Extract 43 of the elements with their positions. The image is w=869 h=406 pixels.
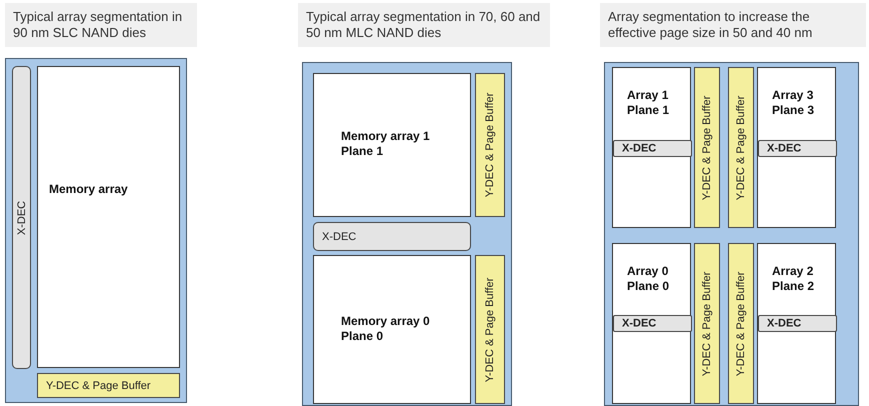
page-buffer-bar xyxy=(694,243,720,404)
memory-array-block xyxy=(37,66,180,368)
buffer-label: Y-DEC & Page Buffer xyxy=(701,271,713,376)
page-buffer-bar xyxy=(728,67,754,228)
decoder-label: X-DEC xyxy=(767,141,802,156)
row-decoder-bar xyxy=(758,315,837,332)
decoder-label: X-DEC xyxy=(622,141,656,156)
row-decoder-bar xyxy=(758,140,837,157)
buffer-label: Y-DEC & Page Buffer xyxy=(701,95,713,200)
array-label: Array 1 Plane 1 xyxy=(627,88,670,118)
array-label: Memory array xyxy=(49,182,129,197)
row-decoder-bar xyxy=(613,140,692,157)
memory-array-block xyxy=(757,67,836,228)
page-buffer-bar xyxy=(694,67,720,228)
row-decoder-bar xyxy=(613,315,692,332)
array-label: Memory array 1 Plane 1 xyxy=(341,129,431,159)
page-buffer-bar xyxy=(37,373,180,398)
array-label: Array 3 Plane 3 xyxy=(772,88,816,118)
page-buffer-bar xyxy=(475,73,505,217)
buffer-label: Y-DEC & Page Buffer xyxy=(735,271,747,376)
decoder-label: X-DEC xyxy=(622,316,656,331)
array-label: Array 2 Plane 2 xyxy=(772,264,816,294)
memory-array-block xyxy=(313,73,471,217)
memory-array-block xyxy=(612,67,691,228)
decoder-label: X-DEC xyxy=(16,200,28,235)
heading-label: Typical array segmentation in 70, 60 and 50 nm MLC NAND dies xyxy=(298,3,550,47)
array-label: Memory array 0 Plane 0 xyxy=(341,314,431,344)
buffer-label: Y-DEC & Page Buffer xyxy=(46,380,151,392)
buffer-label: Y-DEC & Page Buffer xyxy=(735,95,747,200)
row-decoder-bar xyxy=(12,66,31,369)
decoder-label: X-DEC xyxy=(322,230,356,242)
page-buffer-bar xyxy=(475,255,505,404)
memory-array-block xyxy=(757,243,836,404)
heading-label: Array segmentation to increase the effective page size in 50 and 40 nm xyxy=(600,3,866,47)
memory-array-block xyxy=(612,243,691,404)
page-buffer-bar xyxy=(728,243,754,404)
buffer-label: Y-DEC & Page Buffer xyxy=(484,92,496,198)
buffer-label: Y-DEC & Page Buffer xyxy=(484,277,496,382)
decoder-label: X-DEC xyxy=(767,316,802,331)
array-label: Array 0 Plane 0 xyxy=(627,264,670,294)
memory-array-block xyxy=(313,255,471,404)
row-decoder-bar xyxy=(313,222,471,251)
heading-label: Typical array segmentation in 90 nm SLC NAND dies xyxy=(5,3,197,47)
